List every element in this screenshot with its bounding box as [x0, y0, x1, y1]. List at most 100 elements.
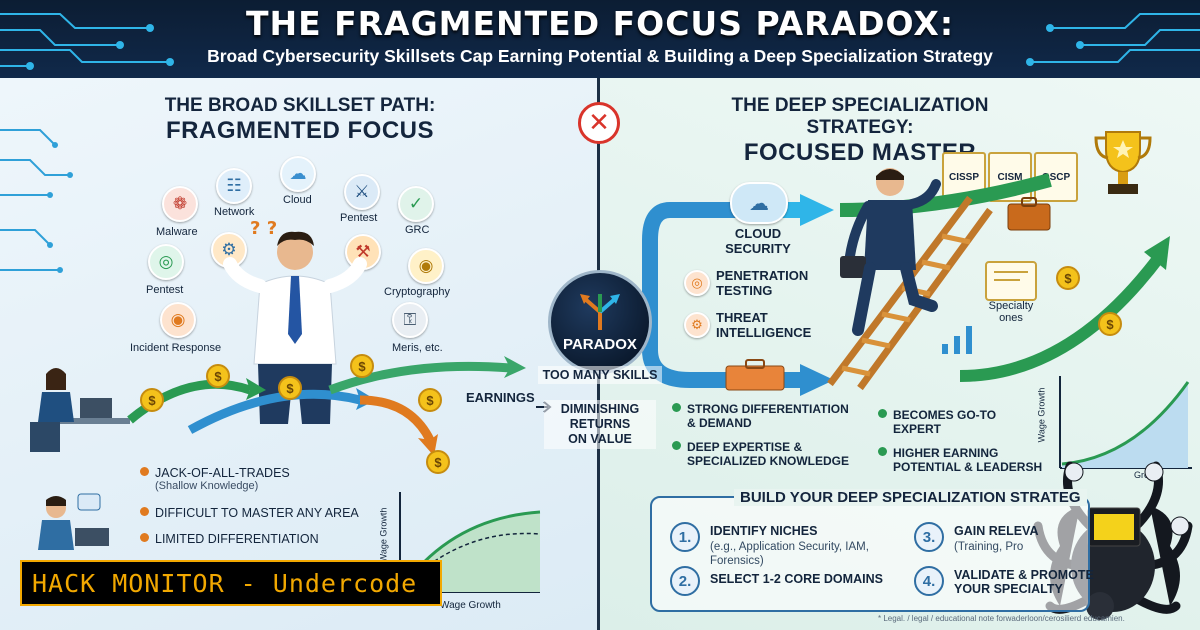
- skill-malware-label: Malware: [156, 226, 198, 238]
- path-threat-line2: INTELLIGENCE: [716, 325, 812, 340]
- pentest-sword-icon: ⚔: [344, 174, 380, 210]
- left-bullet-1-text: JACK-OF-ALL-TRADES: [155, 466, 290, 480]
- legal-footnote: * Legal. / legal / educational note forw…: [878, 614, 1125, 623]
- specialty-label: Specialty ones: [978, 300, 1044, 324]
- confused-person-illustration: [223, 231, 367, 424]
- bullet-dot: [672, 403, 681, 412]
- bullet-dot: [140, 507, 149, 516]
- right-bullet-1-l2: & DEMAND: [687, 416, 752, 430]
- path-threat-line1: THREAT: [716, 310, 768, 325]
- coin-icon: $: [1056, 266, 1080, 290]
- left-bullet-3-text: LIMITED DIFFERENTIATION: [155, 532, 319, 546]
- lock-icon: ◉: [408, 248, 444, 284]
- coin-icon: $: [350, 354, 374, 378]
- right-bullet-3: BECOMES GO-TO EXPERT: [878, 408, 996, 436]
- trophy-icon: [1094, 131, 1152, 194]
- step-4-desc: YOUR SPECIALTY: [954, 582, 1063, 596]
- paradox-badge: PARADOX: [548, 270, 652, 374]
- watermark-text: HACK MONITOR - Undercode: [32, 568, 418, 598]
- right-bullet-1: STRONG DIFFERENTIATION & DEMAND: [672, 402, 849, 430]
- left-heading: THE BROAD SKILLSET PATH: FRAGMENTED FOCU…: [90, 95, 510, 145]
- desk-worker-illustration: [30, 368, 130, 452]
- right-growth-arrow: [959, 236, 1170, 382]
- strategy-title: BUILD YOUR DEEP SPECIALIZATION STRATEG: [734, 489, 1087, 506]
- bullet-dot: [878, 447, 887, 456]
- left-heading-line1: THE BROAD SKILLSET PATH:: [164, 95, 436, 116]
- coin-icon: $: [426, 450, 450, 474]
- cloud-icon: ☁: [280, 156, 316, 192]
- step-1-desc: (e.g., Application Security, IAM, Forens…: [710, 541, 869, 567]
- strategy-step-1: 1. IDENTIFY NICHES (e.g., Application Se…: [670, 522, 900, 572]
- left-bullet-list: JACK-OF-ALL-TRADES (Shallow Knowledge) D…: [140, 460, 400, 550]
- radar-icon: ◎: [684, 270, 710, 296]
- specialty-line2: ones: [999, 312, 1023, 324]
- path-pentest-line2: TESTING: [716, 283, 773, 298]
- network-icon: ☷: [216, 168, 252, 204]
- bullet-dot: [140, 533, 149, 542]
- path-penetration-testing: PENETRATION TESTING: [716, 268, 808, 298]
- radar-icon: ◎: [148, 244, 184, 280]
- right-bullet-4-l2: POTENTIAL & LEADERSH: [893, 460, 1043, 474]
- step-1-number: 1.: [670, 522, 700, 552]
- left-chart-ylabel: Wage Growth: [378, 507, 389, 563]
- right-wage-chart: [1059, 376, 1192, 469]
- page-title: THE FRAGMENTED FOCUS PARADOX:: [245, 4, 955, 43]
- path-cloud-line1: CLOUD: [734, 226, 782, 241]
- step-4-number: 4.: [914, 566, 944, 596]
- circuit-decoration-left: [0, 13, 174, 70]
- left-bullet-3: LIMITED DIFFERENTIATION: [140, 532, 319, 546]
- page-subtitle: Broad Cybersecurity Skillsets Cap Earnin…: [207, 46, 993, 66]
- right-bullet-4-l1: HIGHER EARNING: [893, 446, 999, 460]
- coin-icon: $: [140, 388, 164, 412]
- step-2-title: SELECT 1-2 CORE DOMAINS: [710, 572, 883, 586]
- briefcase-icon: [1007, 197, 1051, 231]
- diminishing-returns-label: DIMINISHING RETURNS ON VALUE: [544, 400, 656, 449]
- skill-grc-label: GRC: [405, 224, 430, 236]
- right-bullet-2: DEEP EXPERTISE & SPECIALIZED KNOWLEDGE: [672, 440, 849, 468]
- step-1-title: IDENTIFY NICHES: [710, 524, 818, 538]
- right-bullet-4: HIGHER EARNING POTENTIAL & LEADERSH: [878, 446, 1042, 474]
- right-bullet-2-l2: SPECIALIZED KNOWLEDGE: [687, 454, 850, 468]
- coin-icon: $: [206, 364, 230, 388]
- right-heading-line1: THE DEEP SPECIALIZATION STRATEGY:: [731, 95, 989, 138]
- step-2-number: 2.: [670, 566, 700, 596]
- incident-target-icon: ◉: [160, 302, 196, 338]
- skill-meris-label: Meris, etc.: [392, 342, 443, 354]
- bullet-dot: [878, 409, 887, 418]
- strategy-step-4: 4. VALIDATE & PROMOTE YOUR SPECIALTY: [914, 566, 1094, 602]
- office-worker-illustration: [38, 493, 109, 550]
- step-3-number: 3.: [914, 522, 944, 552]
- path-threat-intelligence: THREAT INTELLIGENCE: [716, 310, 811, 340]
- cloud-upload-icon: ☁: [730, 182, 788, 224]
- climbing-professional-illustration: [840, 168, 941, 336]
- skill-cryptography-label: Cryptography: [384, 286, 451, 298]
- hack-monitor-watermark: HACK MONITOR - Undercode: [20, 560, 442, 606]
- coin-icon: $: [1098, 312, 1122, 336]
- skill-cloud-label: Cloud: [283, 194, 312, 206]
- right-bullet-3-l1: BECOMES GO-TO: [893, 408, 997, 422]
- right-chart-ylabel: Wage Growth: [1036, 387, 1047, 443]
- left-earnings-arrows: [127, 356, 526, 456]
- diminishing-line1: DIMINISHING: [560, 402, 640, 416]
- earnings-label: EARNINGS: [466, 390, 535, 405]
- left-bullet-1: JACK-OF-ALL-TRADES (Shallow Knowledge): [140, 466, 290, 492]
- step-3-title: GAIN RELEVA: [954, 524, 1039, 538]
- key-icon: ⚿: [392, 302, 428, 338]
- strategy-step-2: 2. SELECT 1-2 CORE DOMAINS: [670, 566, 900, 602]
- path-cloud-security: CLOUD SECURITY: [718, 226, 798, 256]
- right-heading: THE DEEP SPECIALIZATION STRATEGY: FOCUSE…: [680, 95, 1040, 167]
- right-bullet-list: STRONG DIFFERENTIATION & DEMAND DEEP EXP…: [672, 402, 1092, 474]
- bar-growth-icon: [942, 326, 972, 354]
- step-3-desc: (Training, Pro: [954, 541, 1024, 553]
- malware-bug-icon: ❁: [162, 186, 198, 222]
- path-cloud-line2: SECURITY: [725, 241, 791, 256]
- too-many-skills-label: TOO MANY SKILLS: [538, 366, 662, 384]
- left-bullet-2-text: DIFFICULT TO MASTER ANY AREA: [155, 506, 359, 520]
- specialty-certificate-icon: [985, 261, 1037, 301]
- right-bullet-2-l1: DEEP EXPERTISE &: [687, 440, 803, 454]
- header-banner: THE FRAGMENTED FOCUS PARADOX: Broad Cybe…: [0, 0, 1200, 78]
- left-bullet-1-sub: (Shallow Knowledge): [155, 480, 259, 492]
- specialty-line1: Specialty: [988, 300, 1034, 312]
- right-heading-line2: FOCUSED MASTER: [743, 139, 977, 166]
- coin-icon: $: [278, 376, 302, 400]
